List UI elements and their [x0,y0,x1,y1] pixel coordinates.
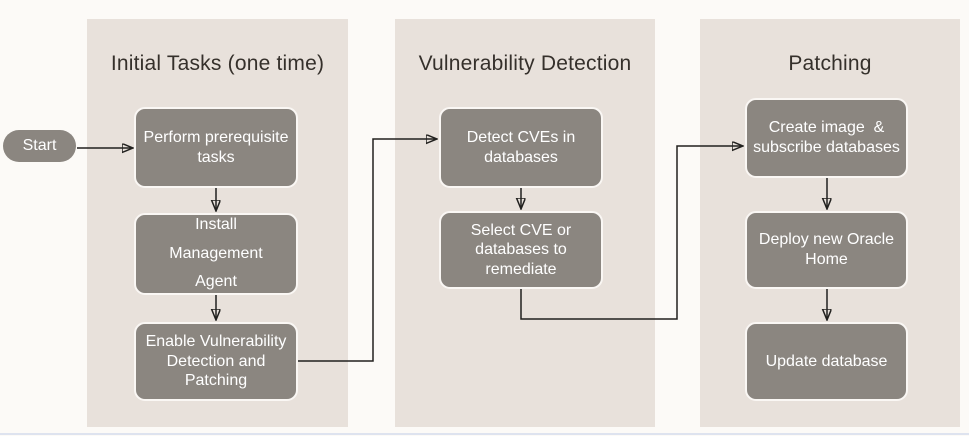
node-label: Create image & subscribe databases [753,119,900,156]
node-perform-prerequisite-tasks: Perform prerequisite tasks [134,107,298,188]
node-label: Select CVE or databases to remediate [470,221,572,278]
node-enable-vulnerability-detection-and-patching: Enable Vulnerability Detection and Patch… [134,322,298,401]
node-label: Deploy new Oracle Home [758,231,895,268]
node-detect-cves-in-databases: Detect CVEs in databases [439,107,603,188]
node-label: Perform prerequisite tasks [143,128,289,166]
start-node-label: Start [22,137,57,154]
start-node: Start [3,130,76,162]
node-label: Update database [765,352,888,370]
node-label: Detect CVEs in databases [466,128,576,166]
node-create-image-subscribe-databases: Create image & subscribe databases [745,98,908,178]
lane-title-patching: Patching [788,52,872,75]
node-select-cve-or-databases-to-remediate: Select CVE or databases to remediate [439,211,603,289]
lane-title-initial-tasks: Initial Tasks (one time) [110,52,325,75]
node-label: Install Management Agent [169,216,263,291]
lane-title-vulnerability-detection: Vulnerability Detection [418,52,632,75]
node-install-management-agent: Install Management Agent [134,213,298,295]
node-label: Enable Vulnerability Detection and Patch… [145,333,287,390]
node-update-database: Update database [745,322,908,401]
node-deploy-new-oracle-home: Deploy new Oracle Home [745,211,908,289]
bottom-rule [0,433,969,435]
